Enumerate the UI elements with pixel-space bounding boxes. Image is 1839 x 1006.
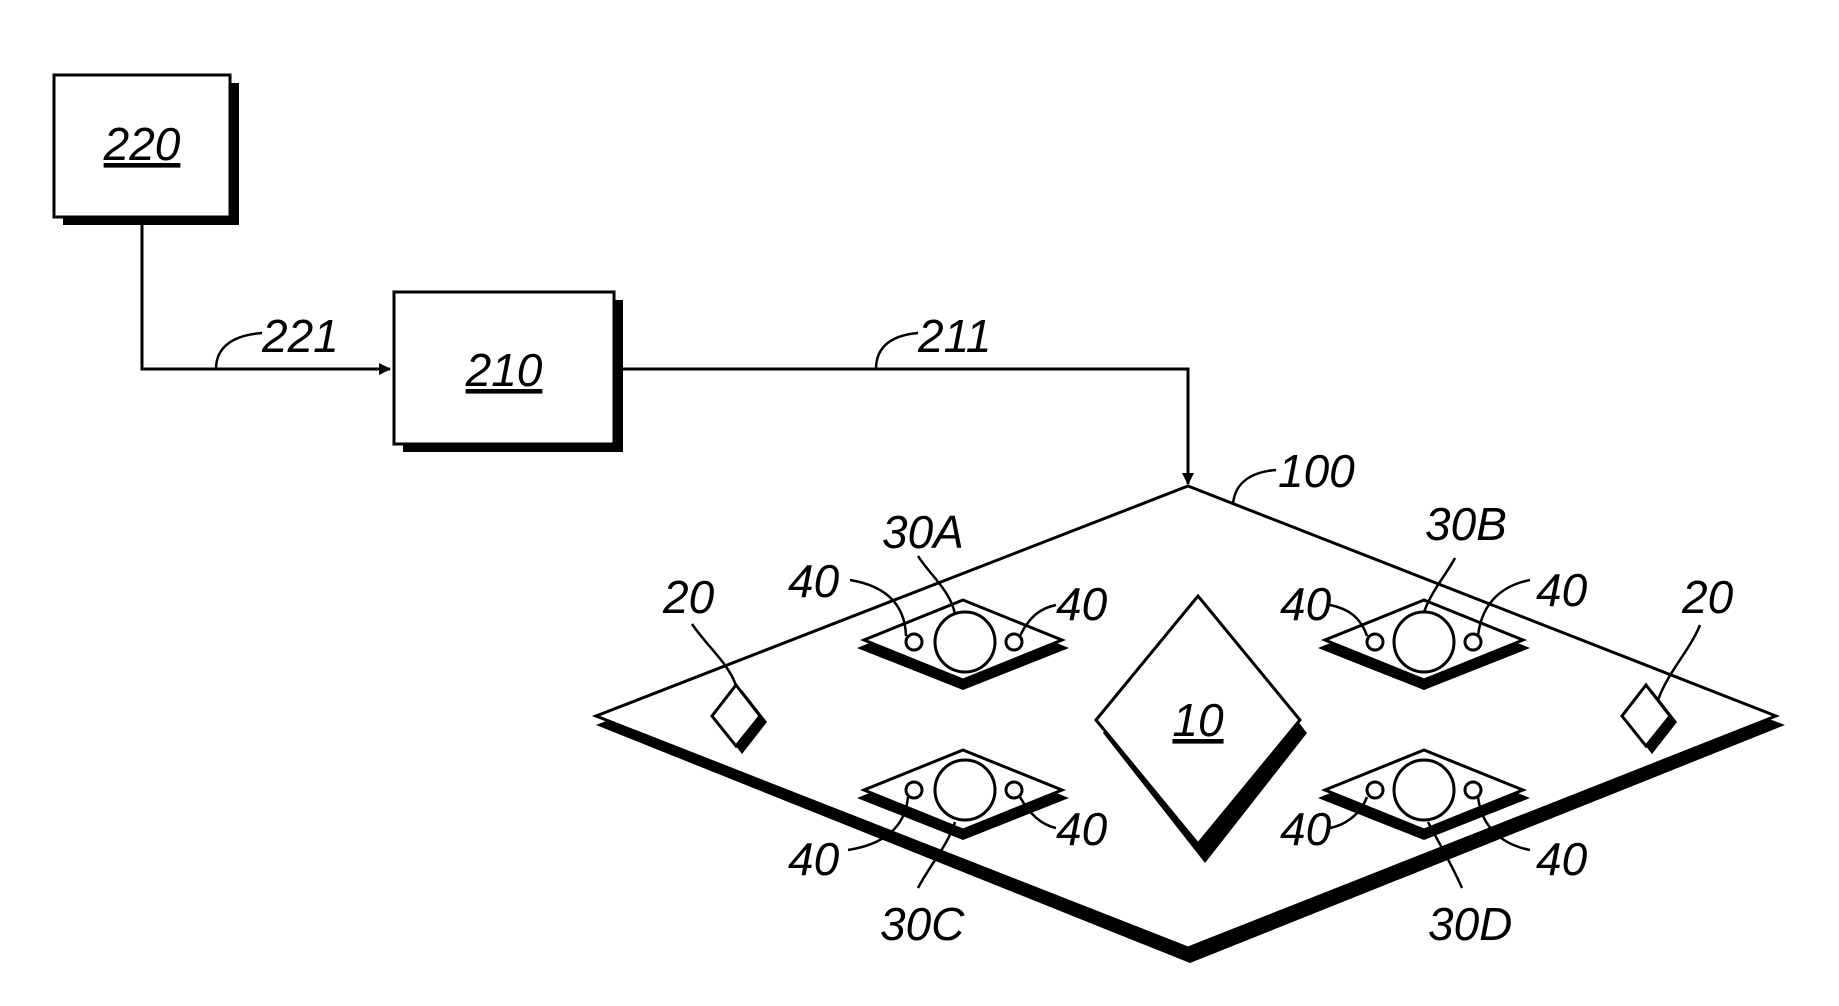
block-220-label: 220 [103,118,181,170]
pin-icon [1465,634,1481,650]
connection-211: 211 [623,310,1188,484]
module-30a-core [935,612,995,672]
module-30b-core [1394,612,1454,672]
pin-icon [1465,782,1481,798]
pin-label: 40 [1280,803,1332,855]
module-30c-core [935,760,995,820]
pin-icon [1367,634,1383,650]
module-30d-core [1394,760,1454,820]
block-220: 220 [54,75,239,225]
pin-icon [906,782,922,798]
pin-icon [1006,782,1022,798]
leader-line [1233,470,1276,504]
pin-icon [1006,634,1022,650]
block-210: 210 [394,292,623,452]
leader-line [216,333,262,369]
leader-line [876,333,918,369]
connection-221-label: 221 [261,310,339,362]
pin-icon [906,634,922,650]
pin-label: 40 [788,555,840,607]
pin-label: 40 [1536,564,1588,616]
pin-label: 40 [1056,578,1108,630]
pin-label: 40 [788,833,840,885]
connection-211-label: 211 [917,310,991,362]
component-20-right-label: 20 [1681,571,1734,623]
module-30d-label: 30D [1428,898,1512,950]
module-30a-label: 30A [882,506,964,558]
pin-label: 40 [1280,578,1332,630]
board-100-label: 100 [1278,445,1355,497]
module-30b-label: 30B [1425,498,1507,550]
module-30c-label: 30C [880,898,965,950]
pin-label: 40 [1536,833,1588,885]
component-20-left-label: 20 [662,571,715,623]
block-210-label: 210 [465,344,543,396]
pin-icon [1367,782,1383,798]
connection-221: 221 [142,225,390,369]
pin-label: 40 [1056,803,1108,855]
component-10-label: 10 [1172,694,1224,746]
